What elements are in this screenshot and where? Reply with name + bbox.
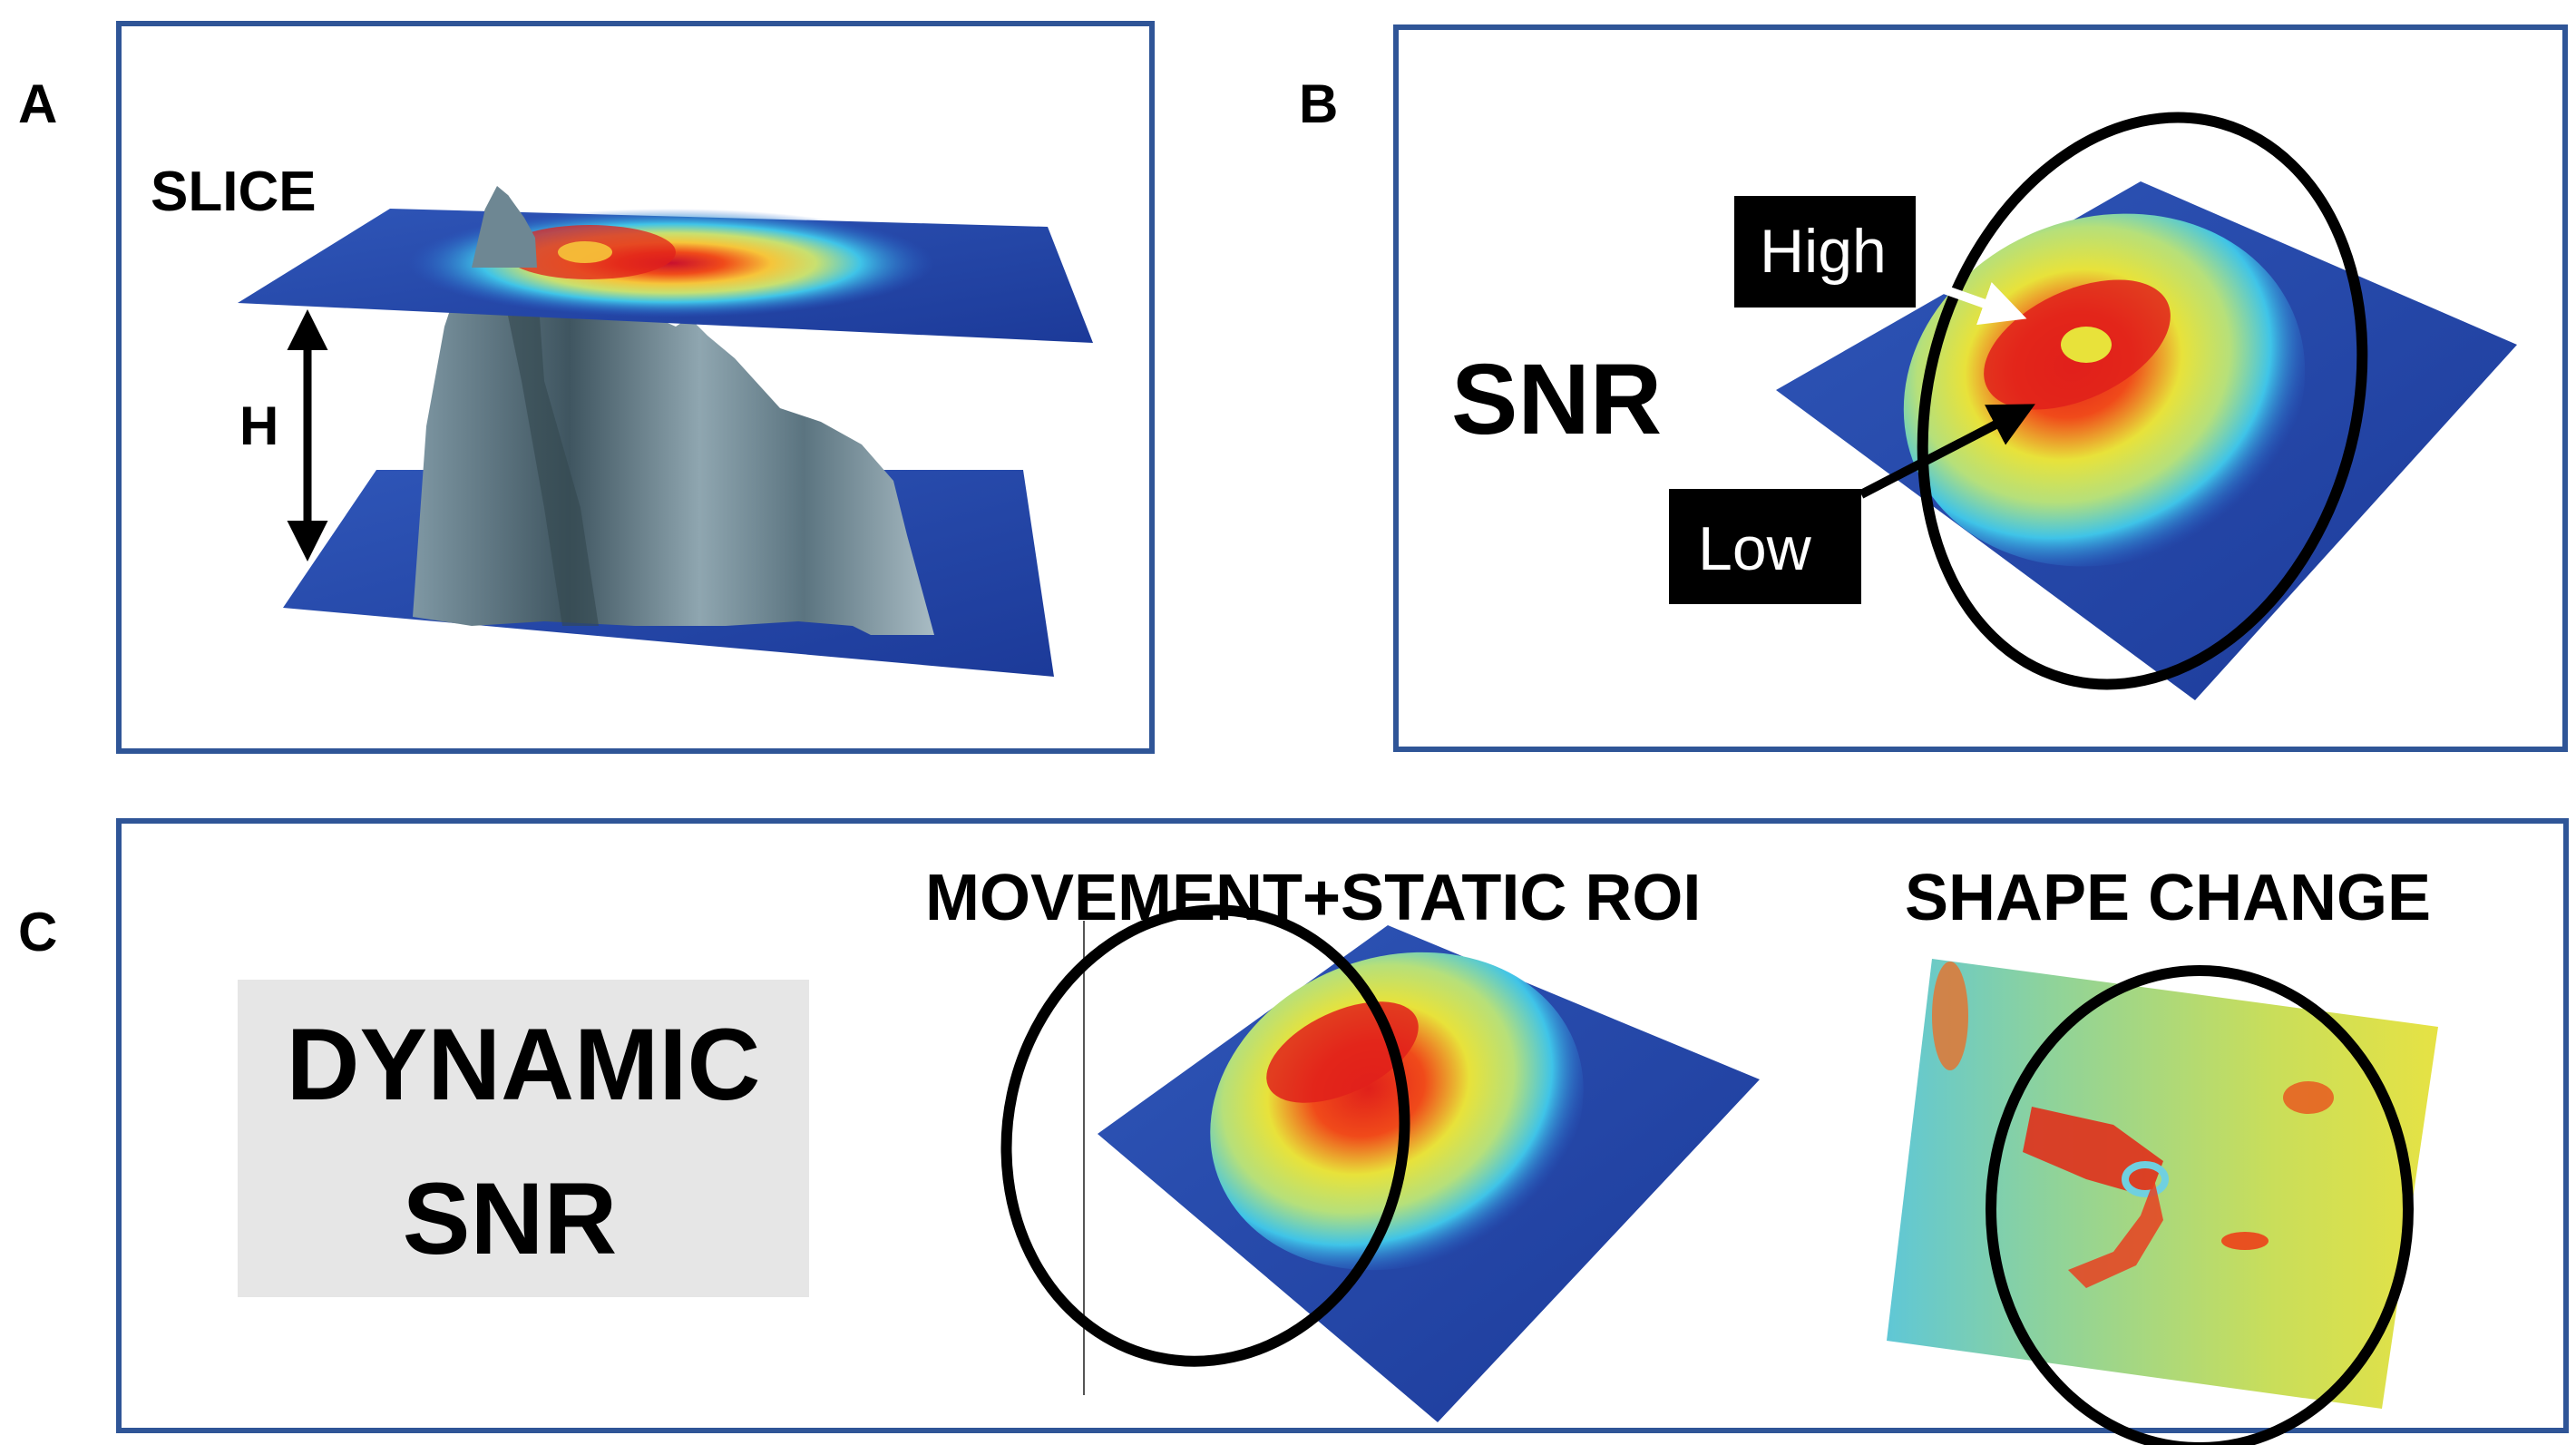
shape-change-title: SHAPE CHANGE [1905,862,2431,934]
roi-circle [1917,112,2368,690]
panel-a-label: A [18,73,57,134]
movement-roi-circle [1000,904,1410,1367]
shape-ring [2122,1161,2169,1197]
shape-roi-circle [1986,965,2414,1445]
panel-a: A SLICE H [18,21,1155,754]
shape-left-streak [1932,962,1968,1070]
dynamic-title-line1: DYNAMIC [287,1008,761,1121]
high-callout-text: High [1760,217,1887,286]
snr-hotspot-hole [2061,327,2112,363]
shape-dot [2283,1081,2334,1114]
panel-b-label: B [1299,73,1338,134]
height-label: H [239,395,278,456]
surface-tip [472,186,537,268]
movement-title: MOVEMENT+STATIC ROI [925,862,1701,934]
panel-c: C DYNAMIC SNR MOVEMENT+STATIC ROI SHAPE … [18,818,2569,1445]
high-callout [1734,196,1916,308]
dynamic-title-line2: SNR [403,1162,617,1275]
slice-hotspot-inner [558,241,612,263]
panel-b: B SNR High Low [1299,24,2568,752]
high-arrow [1919,277,2027,326]
panel-c-label: C [18,902,57,962]
slice-label: SLICE [151,161,317,223]
low-arrow [1859,404,2035,499]
dynamic-snr-box [238,980,809,1297]
snr-label: SNR [1451,344,1662,455]
low-callout [1669,489,1861,604]
shape-red-tail [2068,1179,2163,1288]
shape-small-spot [2221,1232,2269,1250]
low-callout-text: Low [1698,514,1812,583]
